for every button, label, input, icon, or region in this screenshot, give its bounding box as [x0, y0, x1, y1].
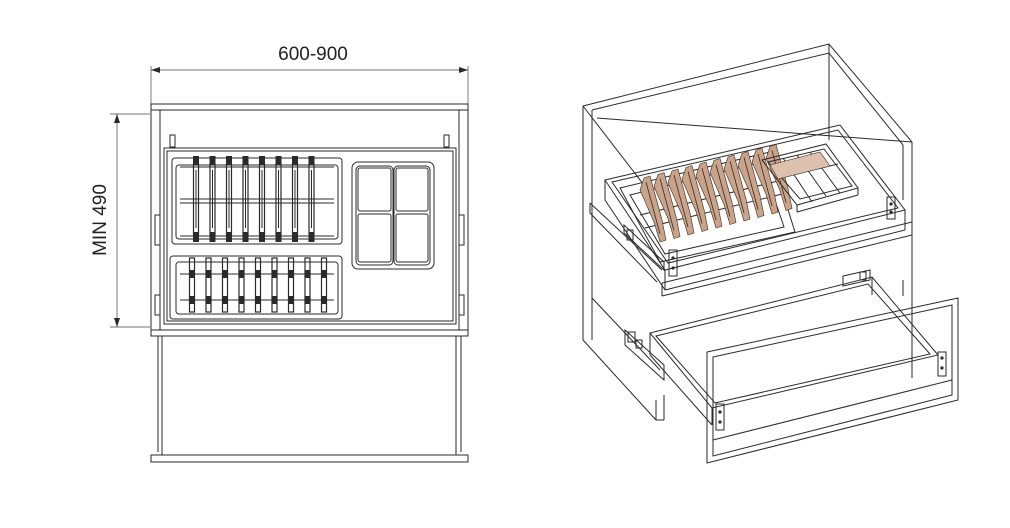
upper-rack-divider	[258, 156, 266, 242]
dish-rack-upper	[171, 157, 343, 245]
upper-rack-divider	[192, 156, 200, 242]
upper-rack-divider	[308, 156, 315, 242]
cutlery-tray	[351, 161, 435, 270]
lower-drawer	[150, 335, 469, 463]
lower-rack-divider	[271, 257, 278, 313]
lower-rack-divider	[188, 257, 196, 313]
iso-rack-divider	[681, 165, 709, 232]
cabinet-iso	[582, 43, 913, 421]
isometric-view	[582, 43, 959, 464]
iso-rack-divider	[723, 154, 751, 222]
lower-rack-divider	[287, 257, 295, 313]
iso-rack-dividers	[639, 144, 793, 243]
iso-rack-divider	[737, 151, 765, 218]
lower-rack-divider	[205, 257, 212, 313]
iso-rack-divider	[709, 158, 737, 225]
lower-rack-divider	[221, 257, 229, 313]
iso-pull-out-basket	[604, 124, 906, 291]
upper-rack-dividers	[192, 156, 315, 242]
iso-cutlery-tray	[761, 143, 859, 213]
iso-rack-divider	[639, 175, 667, 243]
pull-out-basket	[163, 147, 457, 325]
iso-rack-divider	[695, 161, 723, 229]
lower-rack-divider	[320, 257, 328, 313]
lower-rack-divider	[238, 257, 245, 313]
iso-lower-drawer	[624, 269, 959, 464]
upper-rack-divider	[291, 156, 299, 242]
width-dimension: 600-900	[150, 44, 469, 104]
height-dimension: MIN 490	[90, 113, 150, 328]
height-dimension-label: MIN 490	[90, 184, 111, 256]
upper-rack-divider	[225, 156, 233, 242]
width-dimension-label: 600-900	[278, 44, 348, 65]
lower-rack-divider	[304, 257, 311, 313]
iso-rack-divider	[667, 168, 695, 236]
iso-rack-divider	[751, 147, 779, 215]
front-view: 600-900 MIN 490	[90, 44, 469, 463]
lower-rack-divider	[254, 257, 262, 313]
upper-rack-divider	[275, 156, 282, 242]
upper-rack-divider	[209, 156, 216, 242]
upper-rack-divider	[242, 156, 249, 242]
lower-rack-dividers	[188, 257, 328, 313]
iso-rack-divider	[653, 172, 681, 239]
